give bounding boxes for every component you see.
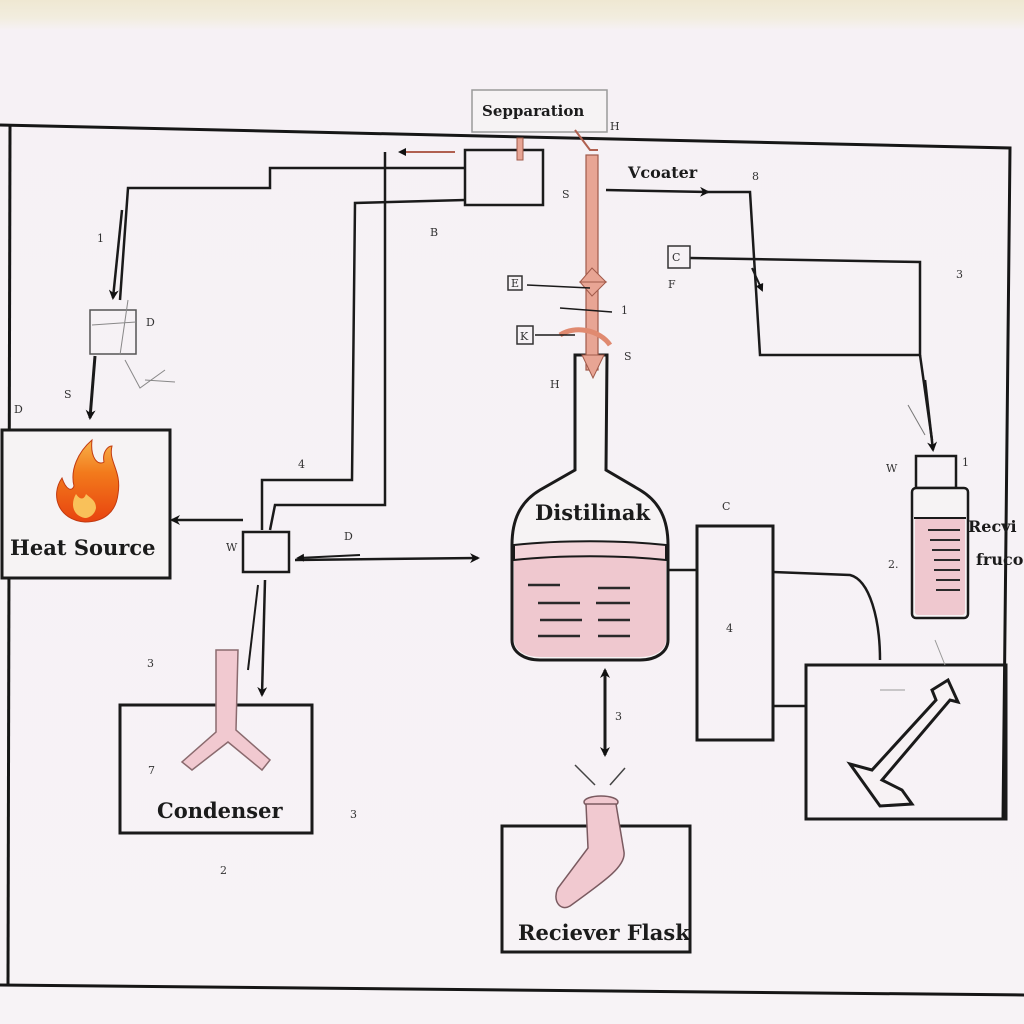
- line-down-left: [247, 584, 259, 671]
- vapor-label: Vcoater: [627, 163, 698, 182]
- marker: 2.: [888, 558, 899, 571]
- marker: K: [520, 330, 529, 343]
- flame-icon: [56, 438, 120, 523]
- column-side-ticks: [526, 284, 613, 336]
- arrow-into-left-pipe: [108, 209, 124, 300]
- receiver-fraction-label-1: Recvi: [968, 517, 1017, 536]
- marker: 3: [350, 808, 357, 821]
- column-box: [695, 524, 775, 742]
- arrow-to-flask: [294, 553, 480, 564]
- marker: F: [668, 278, 676, 291]
- marker: S: [624, 350, 632, 363]
- top-connector-box: [463, 148, 545, 207]
- marker: 4: [298, 458, 305, 471]
- e-box: [507, 275, 523, 291]
- marker: D: [146, 316, 155, 329]
- receiver-flask-label: Reciever Flask: [518, 920, 690, 945]
- marker: H: [550, 378, 560, 391]
- output-box: [804, 663, 1008, 821]
- marker: 8: [752, 170, 759, 183]
- sketch-line-right: [907, 404, 926, 436]
- k-box: [516, 325, 534, 345]
- arrow-into-receiver-tube: [923, 379, 938, 452]
- arrow-into-heat: [85, 355, 97, 420]
- vapor-column: [516, 129, 613, 380]
- valve-box: [89, 309, 137, 355]
- marker: 2: [220, 864, 227, 877]
- vapor-arrow: [605, 186, 710, 197]
- marker: B: [430, 226, 438, 239]
- separation-box: [471, 89, 608, 133]
- marker: H: [610, 120, 620, 133]
- heat-source-label: Heat Source: [10, 535, 155, 560]
- c-box: [667, 245, 691, 269]
- junction-box: [241, 530, 291, 574]
- distillation-label: Distilinak: [535, 500, 651, 525]
- sketch-lines-output: [880, 639, 946, 691]
- right-piping: [689, 190, 934, 441]
- marker: D: [14, 403, 23, 416]
- marker: 7: [148, 764, 155, 777]
- left-return-pipes: [118, 152, 466, 531]
- receiver-fraction-label-2: fruco: [976, 550, 1024, 569]
- valve-sketch: [91, 299, 176, 389]
- condenser-label: Condenser: [157, 798, 283, 823]
- separation-label: Sepparation: [482, 102, 584, 120]
- output-zigzag-arrow-icon: [846, 677, 961, 808]
- receiver-flask-icon: [555, 795, 625, 909]
- sketch-lines-receiver: [574, 764, 626, 786]
- marker: W: [226, 541, 238, 554]
- marker: C: [672, 251, 680, 264]
- marker: 3: [147, 657, 154, 670]
- marker: W: [886, 462, 898, 475]
- marker: D: [344, 530, 353, 543]
- marker: 3: [956, 268, 963, 281]
- marker: S: [562, 188, 570, 201]
- arrow-back-to-junction: [296, 553, 361, 562]
- arrow-to-condenser: [257, 579, 268, 697]
- marker: C: [722, 500, 730, 513]
- marker: 1: [97, 232, 104, 245]
- distillation-flask: [510, 353, 670, 662]
- marker: 4: [726, 622, 733, 635]
- marker-labels: 1 D B D S 4 W D 3 7 2 3 H S 8 E 1 S H K …: [14, 120, 969, 877]
- arrow-mark-right: [751, 267, 764, 292]
- condenser-tube-icon: [180, 649, 272, 772]
- marker: 3: [615, 710, 622, 723]
- marker: 1: [962, 456, 969, 469]
- marker: 1: [621, 304, 628, 317]
- marker: E: [511, 277, 519, 290]
- column-to-right: [772, 570, 882, 661]
- fraction-tube: [910, 454, 970, 620]
- marker: S: [64, 388, 72, 401]
